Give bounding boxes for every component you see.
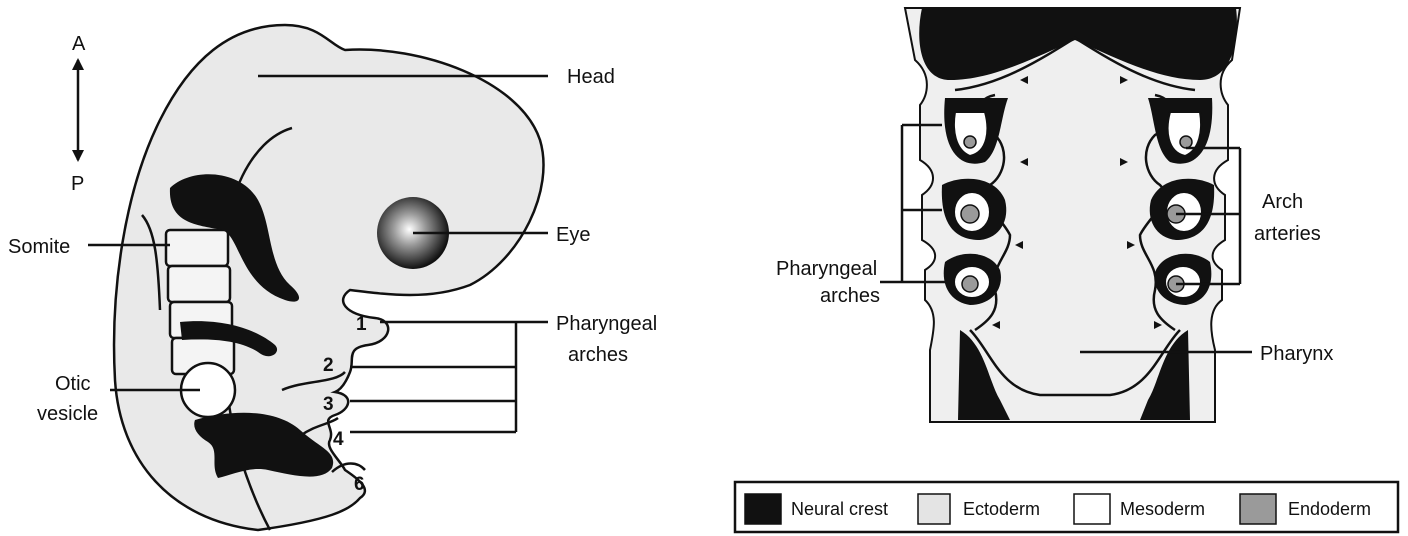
section-diagram: Pharyngeal arches Arch arteries Pharynx	[776, 8, 1333, 422]
ap-axis: A P	[71, 33, 86, 195]
right-arches	[1148, 98, 1214, 305]
embryo-pharyngeal-label-2: arches	[568, 344, 628, 366]
arch-arteries-label-2: arteries	[1254, 223, 1321, 245]
arch-number-3: 3	[323, 394, 334, 415]
head-label: Head	[567, 66, 615, 88]
eye-label: Eye	[556, 224, 590, 246]
arch-number-2: 2	[323, 355, 334, 376]
pharynx-label: Pharynx	[1260, 343, 1333, 365]
legend-label-endoderm: Endoderm	[1288, 499, 1371, 519]
legend: Neural crest Ectoderm Mesoderm Endoderm	[735, 482, 1398, 532]
axis-anterior-label: A	[72, 33, 86, 55]
arch-arteries-label-1: Arch	[1262, 191, 1303, 213]
legend-label-ectoderm: Ectoderm	[963, 499, 1040, 519]
legend-swatch-mesoderm	[1074, 494, 1110, 524]
legend-label-neural-crest: Neural crest	[791, 499, 888, 519]
legend-swatch-neural-crest	[745, 494, 781, 524]
axis-arrow-down-icon	[72, 150, 84, 162]
somite-label: Somite	[8, 236, 70, 258]
arch-number-6: 6	[354, 474, 365, 495]
legend-swatch-ectoderm	[918, 494, 950, 524]
legend-swatch-endoderm	[1240, 494, 1276, 524]
arch-number-1: 1	[356, 314, 367, 335]
left-arches	[942, 98, 1008, 305]
embryo-diagram: 1 2 3 4 6 A P Head Eye Somite Pharyngeal	[8, 25, 657, 530]
axis-arrow-up-icon	[72, 58, 84, 70]
axis-posterior-label: P	[71, 173, 84, 195]
embryo-pharyngeal-label-1: Pharyngeal	[556, 313, 657, 335]
otic-label-1: Otic	[55, 373, 91, 395]
arch-number-4: 4	[333, 429, 344, 450]
section-pharyngeal-label-2: arches	[820, 285, 880, 307]
section-pharyngeal-label-1: Pharyngeal	[776, 258, 877, 280]
otic-label-2: vesicle	[37, 403, 98, 425]
legend-label-mesoderm: Mesoderm	[1120, 499, 1205, 519]
